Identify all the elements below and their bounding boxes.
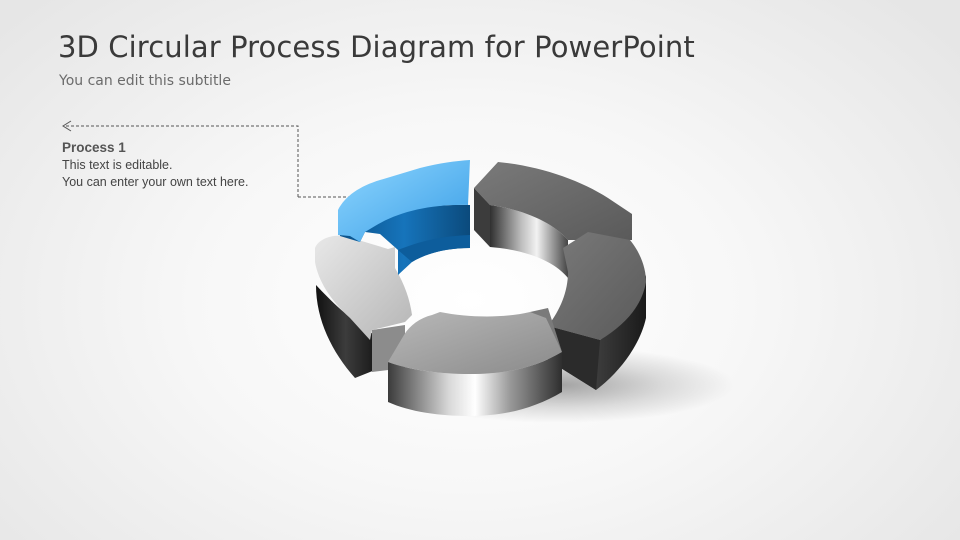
process-1-text-line-2[interactable]: You can enter your own text here. (62, 175, 249, 189)
callout-leader-line (62, 120, 355, 198)
segment-1[interactable] (338, 160, 470, 275)
process-1-callout: Process 1 This text is editable. You can… (62, 140, 322, 191)
segment-2[interactable] (474, 162, 632, 278)
slide-title[interactable]: 3D Circular Process Diagram for PowerPoi… (58, 30, 695, 64)
process-1-heading[interactable]: Process 1 (62, 140, 126, 155)
segment-5[interactable] (315, 235, 412, 378)
slide-subtitle[interactable]: You can edit this subtitle (59, 73, 231, 89)
segment-4[interactable] (388, 308, 562, 416)
process-1-text-line-1[interactable]: This text is editable. (62, 158, 173, 172)
segment-3[interactable] (548, 232, 646, 390)
